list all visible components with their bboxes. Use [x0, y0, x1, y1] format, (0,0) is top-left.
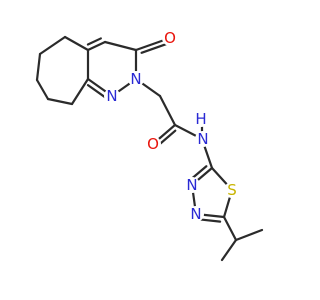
bond-c4-c1-double	[86, 40, 107, 52]
atom-label-o-amide: O	[147, 135, 159, 153]
atom-bg-n-ring-a	[128, 71, 144, 87]
atom-bg-n-amide	[195, 131, 211, 147]
atom-label-n-ring-a: N	[130, 70, 141, 88]
atom-label-n-amide: N	[197, 130, 208, 148]
bond-ch2-camide	[158, 94, 177, 127]
atom-bg-n-ring-b	[104, 88, 120, 104]
bond-ct2-cisopropyl	[222, 215, 238, 242]
bond-ring7-1	[63, 35, 90, 52]
atom-bg-h-amide	[193, 111, 209, 127]
atom-label-n-ring-b: N	[106, 87, 117, 105]
bond-nt2-ct2-double-second	[197, 218, 222, 223]
atom-label-s-thiadiazole: S	[227, 181, 237, 199]
bond-ct1-nt1-double-second	[190, 165, 208, 181]
bond-ring7-3	[35, 52, 42, 82]
bond-ring7-4	[35, 78, 50, 101]
atom-label-n-thiadiazole-a: N	[186, 176, 197, 194]
atom-bg-n-thiadiazole-a	[184, 177, 200, 193]
bond-c2-o-second	[140, 42, 169, 54]
bond-ring7-6	[70, 77, 90, 106]
bond-ring7-2	[38, 35, 67, 56]
atom-label-n-thiadiazole-b: N	[190, 205, 201, 223]
bond-ring7-5	[46, 97, 74, 106]
bond-c4-c1-double-second	[86, 37, 102, 46]
atom-bg-o-amide	[145, 136, 161, 152]
atom-bg-n-thiadiazole-b	[188, 206, 204, 222]
atom-bg-s-thiadiazole	[224, 182, 240, 198]
atom-label-h-amide: H	[195, 110, 206, 128]
bond-n1-c3-double-second	[86, 84, 108, 100]
bond-isopropyl-me2	[234, 228, 264, 242]
bond-isopropyl-me1	[220, 238, 238, 262]
bond-c1-c2	[103, 40, 138, 52]
atom-bg-o-ketone	[162, 30, 178, 46]
atom-label-o-ketone: O	[164, 29, 176, 47]
bond-camide-o-second	[157, 129, 177, 147]
